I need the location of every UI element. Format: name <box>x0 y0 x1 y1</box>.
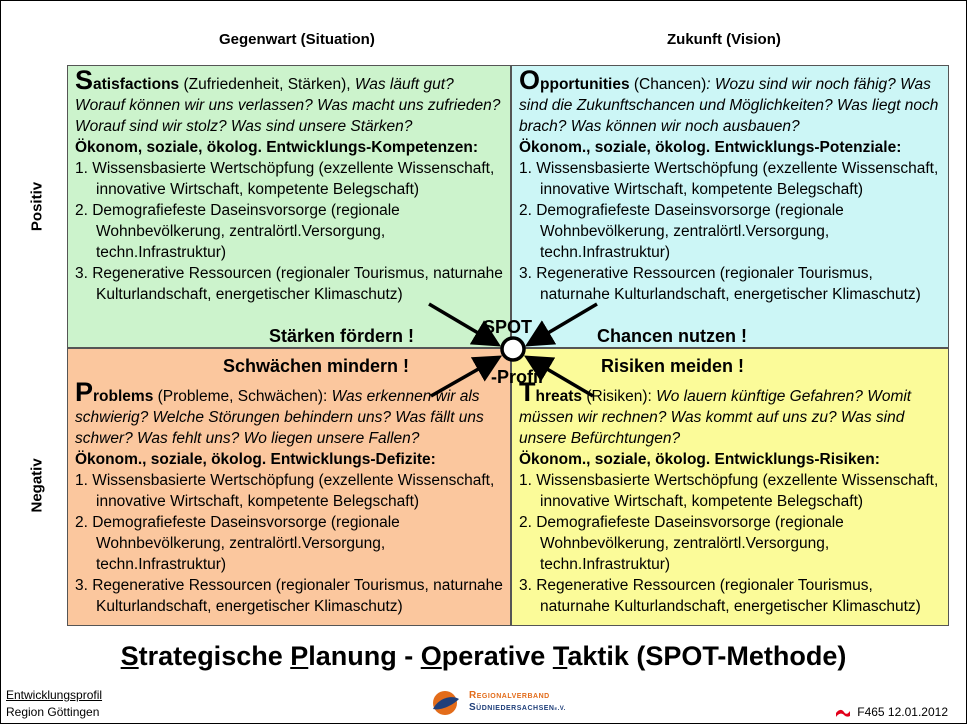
threats-word: hreats <box>535 388 583 405</box>
logo-line2-text: Südniedersachsen <box>469 702 555 713</box>
title-part: O <box>420 641 442 671</box>
problems-questions: Was erkennen wir als schwierig? Welche S… <box>75 388 484 447</box>
opportunities-questions: : Wozu sind wir noch fähig? Was sind die… <box>519 76 939 135</box>
footer-reference-text: F465 12.01.2012 <box>857 705 948 719</box>
regionalverband-logo: Regionalverband Südniedersachsene.V. <box>427 687 597 719</box>
header-future: Zukunft (Vision) <box>667 31 781 48</box>
center-label-top: SPOT <box>483 317 533 337</box>
satisfactions-initial: S <box>75 65 94 95</box>
problems-intro: Problems (Probleme, Schwächen): Was erke… <box>75 379 503 449</box>
problems-list: 1. Wissensbasierte Wertschöpfung (exzell… <box>75 470 503 617</box>
list-item: 3. Regenerative Ressourcen (regionaler T… <box>519 577 921 615</box>
header-present: Gegenwart (Situation) <box>219 31 375 48</box>
title-part: perative <box>441 641 553 671</box>
threats-paren: (Risiken): <box>582 388 657 405</box>
title-part: trategische <box>138 641 291 671</box>
list-item: 3. Regenerative Ressourcen (regionaler T… <box>75 577 503 615</box>
opportunities-list: 1. Wissensbasierte Wertschöpfung (exzell… <box>519 158 941 305</box>
opportunities-word: pportunities <box>540 76 630 93</box>
slogan-risks: Risiken meiden ! <box>601 356 745 376</box>
slogan-strengths: Stärken fördern ! <box>269 326 415 346</box>
title-part: aktik (SPOT-Methode) <box>567 641 847 671</box>
footer-region: Region Göttingen <box>6 705 100 719</box>
title-part: lanung - <box>308 641 421 671</box>
quadrant-satisfactions: Satisfactions (Zufriedenheit, Stärken), … <box>67 65 511 348</box>
arrow-from-opportunities <box>524 302 598 347</box>
threats-initial: T <box>519 377 536 407</box>
opportunities-heading: Ökonom., soziale, ökolog. Entwicklungs-P… <box>519 139 902 156</box>
quadrant-opportunities: Opportunities (Chancen): Wozu sind wir n… <box>511 65 949 348</box>
problems-heading: Ökonom., soziale, ökolog. Entwicklungs-D… <box>75 451 436 468</box>
list-item: 2. Demografiefeste Daseinsvorsorge (regi… <box>75 202 400 261</box>
satisfactions-questions: Was läuft gut? Worauf können wir uns ver… <box>75 76 501 135</box>
satisfactions-intro: Satisfactions (Zufriedenheit, Stärken), … <box>75 67 503 137</box>
list-item: 2. Demografiefeste Daseinsvorsorge (regi… <box>519 202 844 261</box>
slogan-weaknesses: Schwächen mindern ! <box>223 356 410 376</box>
list-item: 2. Demografiefeste Daseinsvorsorge (regi… <box>75 514 400 573</box>
logo-mark-icon <box>433 691 459 715</box>
list-item: 3. Regenerative Ressourcen (regionaler T… <box>75 265 503 303</box>
list-item: 1. Wissensbasierte Wertschöpfung (exzell… <box>75 160 495 198</box>
satisfactions-list: 1. Wissensbasierte Wertschöpfung (exzell… <box>75 158 503 305</box>
quadrant-threats: Threats (Risiken): Wo lauern künftige Ge… <box>511 348 949 626</box>
footer-reference: F465 12.01.2012 <box>835 705 948 719</box>
spot-center-circle <box>500 336 526 362</box>
threats-list: 1. Wissensbasierte Wertschöpfung (exzell… <box>519 470 941 617</box>
footer-profile-link[interactable]: Entwicklungsprofil <box>6 688 103 702</box>
title-part: S <box>120 641 139 671</box>
logo-suffix: e.V. <box>554 706 566 712</box>
list-item: 1. Wissensbasierte Wertschöpfung (exzell… <box>75 472 495 510</box>
list-item: 1. Wissensbasierte Wertschöpfung (exzell… <box>519 472 939 510</box>
flag-icon <box>836 709 851 717</box>
title-part: P <box>290 641 309 671</box>
opportunities-initial: O <box>519 65 541 95</box>
problems-paren: (Probleme, Schwächen): <box>153 388 332 405</box>
threats-heading: Ökonom., soziale, ökolog. Entwicklungs-R… <box>519 451 880 468</box>
satisfactions-word: atisfactions <box>93 76 180 93</box>
problems-word: roblems <box>93 388 154 405</box>
problems-initial: P <box>75 377 94 407</box>
opportunities-intro: Opportunities (Chancen): Wozu sind wir n… <box>519 67 941 137</box>
arrow-from-threats <box>523 355 594 398</box>
center-label-bottom: -Profil <box>491 367 543 387</box>
logo-line1: Regionalverband <box>469 690 550 701</box>
threats-questions: Wo lauern künftige Gefahren? Womit müsse… <box>519 388 912 447</box>
quadrant-problems: Problems (Probleme, Schwächen): Was erke… <box>67 348 511 626</box>
slogan-chances: Chancen nutzen ! <box>597 326 748 346</box>
title-part: T <box>552 641 568 671</box>
logo-line2: Südniedersachsene.V. <box>469 702 566 713</box>
list-item: 2. Demografiefeste Daseinsvorsorge (regi… <box>519 514 844 573</box>
list-item: 1. Wissensbasierte Wertschöpfung (exzell… <box>519 160 939 198</box>
opportunities-paren: (Chancen) <box>629 76 707 93</box>
satisfactions-heading: Ökonom, soziale, ökolog. Entwicklungs-Ko… <box>75 139 479 156</box>
arrow-from-problems <box>430 355 503 398</box>
satisfactions-paren: (Zufriedenheit, Stärken), <box>179 76 355 93</box>
threats-intro: Threats (Risiken): Wo lauern künftige Ge… <box>519 379 941 449</box>
list-item: 3. Regenerative Ressourcen (regionaler T… <box>519 265 921 303</box>
page-title: Strategische Planung - Operative Taktik … <box>1 641 966 672</box>
arrow-from-satisfactions <box>428 302 502 347</box>
